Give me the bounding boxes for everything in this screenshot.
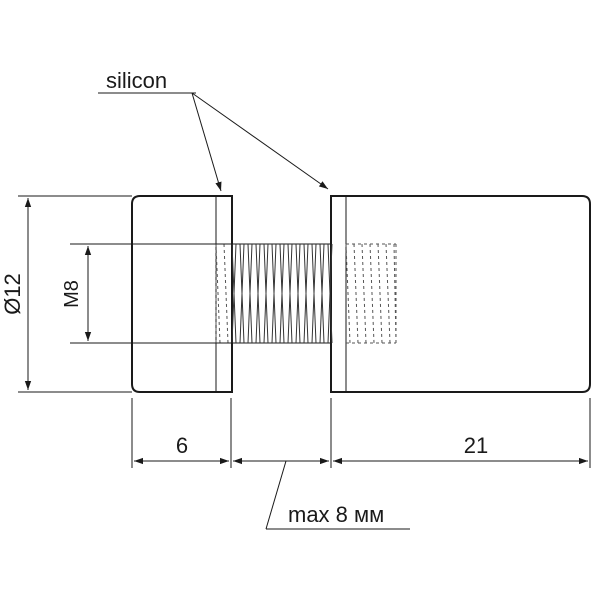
thread-label: M8 bbox=[61, 280, 83, 308]
diameter-label: Ø12 bbox=[0, 273, 25, 315]
length-dimensions: 6 21 max 8 мм bbox=[131, 398, 591, 530]
body-length-label: 21 bbox=[464, 433, 488, 458]
diameter-dimension: Ø12 bbox=[0, 195, 132, 393]
left-cap bbox=[131, 195, 233, 393]
threaded-rod bbox=[215, 243, 397, 344]
thread-hidden-texture bbox=[215, 243, 397, 344]
thread-dimension: M8 bbox=[61, 243, 232, 344]
thread-texture bbox=[231, 243, 333, 344]
silicon-leader: silicon bbox=[98, 68, 329, 192]
right-body bbox=[330, 195, 591, 393]
cap-length-label: 6 bbox=[176, 433, 188, 458]
gap-label: max 8 мм bbox=[288, 502, 384, 527]
silicon-label: silicon bbox=[106, 68, 167, 93]
